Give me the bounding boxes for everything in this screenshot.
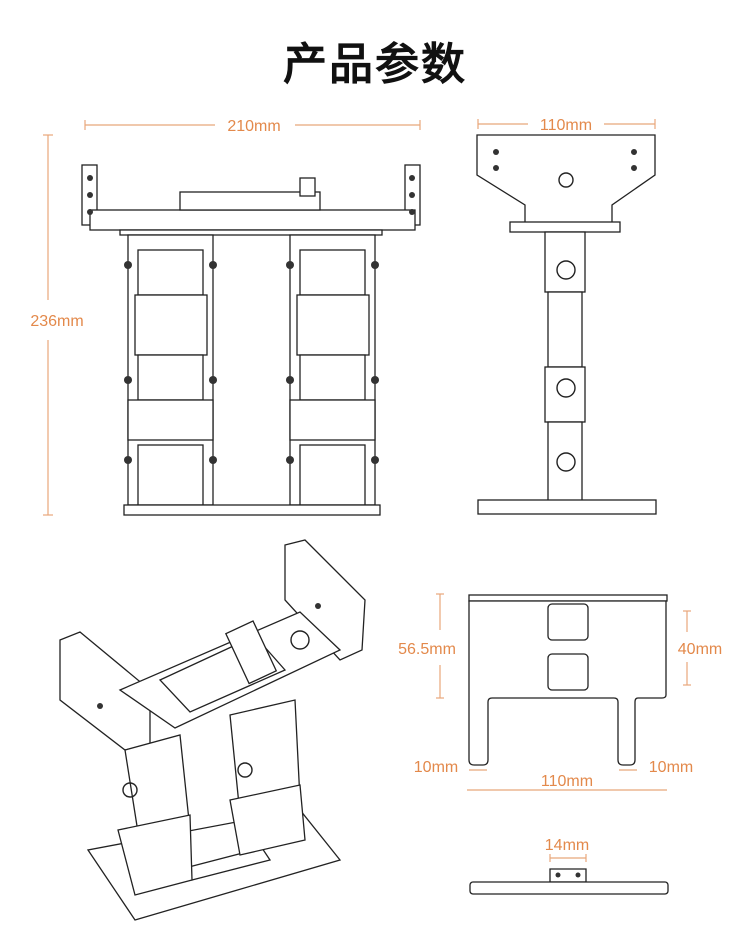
foot-width-label: 110mm <box>541 773 593 790</box>
foot-side-view-drawing <box>469 868 669 895</box>
front-width-label: 210mm <box>227 118 280 135</box>
foot-top-view-drawing <box>468 594 668 766</box>
dimension-front-height: 236mm <box>30 134 84 516</box>
side-view-drawing <box>476 134 657 515</box>
dimension-foot-bracket: 14mm <box>545 837 589 862</box>
foot-toe-right-label: 10mm <box>649 759 693 776</box>
foot-length-label: 56.5mm <box>398 641 456 658</box>
foot-slot-span-label: 40mm <box>678 641 722 658</box>
isometric-view-drawing <box>59 539 366 921</box>
dimension-foot-slot-span: 40mm <box>678 610 722 686</box>
dimension-side-width: 110mm <box>477 117 656 134</box>
front-view-drawing <box>81 164 421 516</box>
dimension-front-width: 210mm <box>84 118 421 135</box>
foot-bracket-label: 14mm <box>545 837 589 854</box>
dimension-foot-toes: 10mm 10mm 110mm <box>414 759 693 791</box>
side-width-label: 110mm <box>540 117 592 134</box>
foot-toe-left-label: 10mm <box>414 759 458 776</box>
front-height-label: 236mm <box>30 313 83 330</box>
dimension-foot-length: 56.5mm <box>398 593 456 699</box>
page-title: 产品参数 <box>283 39 467 90</box>
